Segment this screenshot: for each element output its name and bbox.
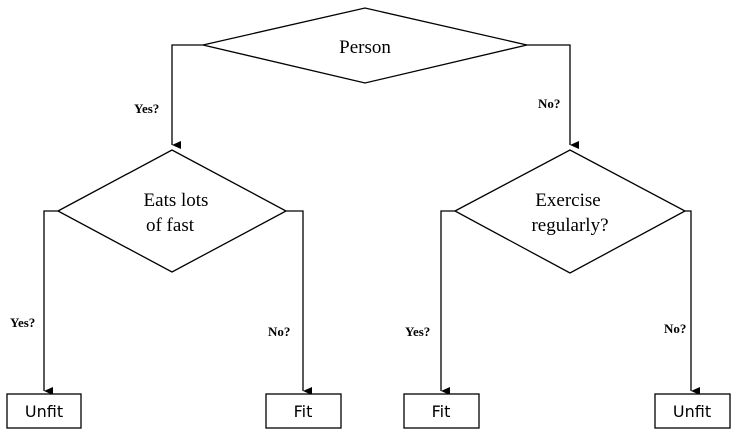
root-yes-connector <box>171 44 203 149</box>
right-yes-connector <box>440 210 455 395</box>
right-no-label: No? <box>664 321 686 336</box>
leaf-label-1: Unfit <box>25 402 63 421</box>
leaf-box-4 <box>654 393 731 429</box>
left-yes-label: Yes? <box>10 315 35 330</box>
leaf-box-1 <box>6 393 82 429</box>
root-no-label: No? <box>538 96 560 111</box>
leaf-label-2: Fit <box>294 402 313 421</box>
left-no-connector <box>286 210 312 395</box>
left-decision-line1: Eats lots <box>144 190 209 211</box>
left-no-label: No? <box>268 324 290 339</box>
leaf-label-4: Unfit <box>673 402 711 421</box>
right-decision-diamond <box>453 149 687 274</box>
left-yes-connector <box>43 210 58 395</box>
leaf-box-3 <box>403 393 480 429</box>
root-yes-label: Yes? <box>134 101 159 116</box>
right-decision-line1: Exercise <box>535 190 600 211</box>
right-decision-line2: regularly? <box>531 215 608 236</box>
leaf-box-2 <box>265 393 342 429</box>
left-decision-line2: of fast <box>146 215 195 236</box>
left-decision-diamond <box>56 149 288 273</box>
leaf-label-3: Fit <box>432 402 451 421</box>
root-no-connector <box>527 44 579 149</box>
root-label: Person <box>339 37 391 58</box>
right-yes-label: Yes? <box>405 324 430 339</box>
right-no-connector <box>685 210 700 395</box>
